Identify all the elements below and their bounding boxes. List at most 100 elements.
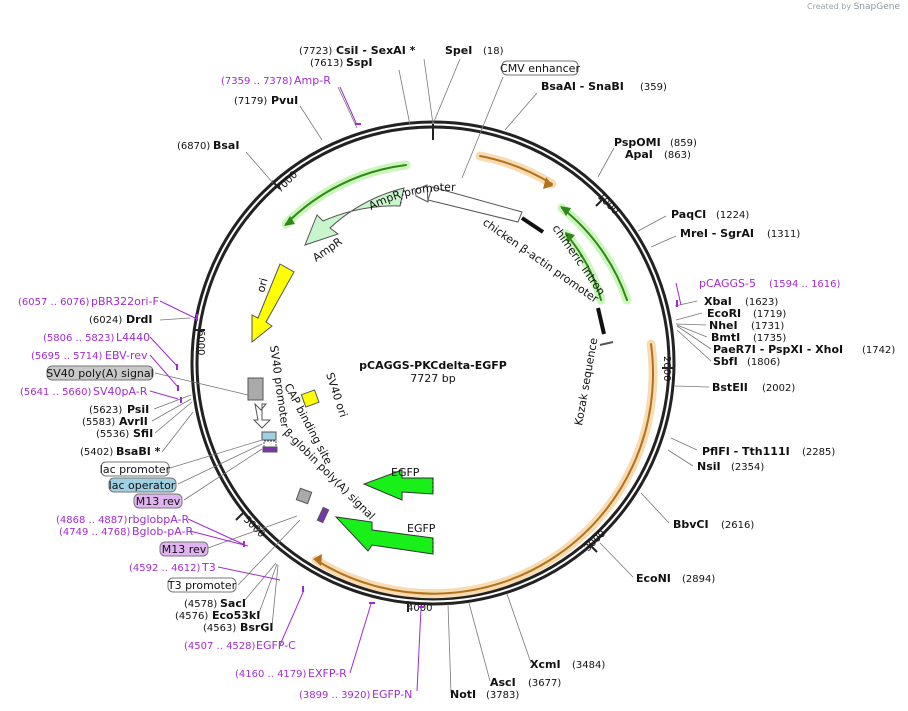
enzyme-coord: (1224): [716, 210, 749, 221]
enzyme-label: PvuI: [271, 94, 298, 107]
enzyme-coord: (5536): [96, 429, 129, 440]
enzyme-label: Eco53kI: [212, 609, 260, 622]
enzyme-label: SacI: [220, 597, 246, 610]
primer-label: SV40pA-R: [93, 385, 148, 398]
enzyme-coord: (2002): [762, 383, 795, 394]
egfp-label-1: EGFP: [391, 466, 420, 479]
primer-coord: (1594 .. 1616): [769, 279, 841, 290]
primer-label: EGFP-N: [372, 688, 412, 701]
enzyme-label: NheI: [709, 319, 738, 332]
enzyme-coord: (1735): [753, 333, 786, 344]
enzyme-label: AscI: [490, 676, 516, 689]
egfp-arrow-1: [362, 469, 434, 501]
primer-coord: (6057 .. 6076): [18, 297, 90, 308]
sv40-polya-label: SV40 poly(A) signal: [46, 367, 153, 380]
enzyme-label: PaqCI: [671, 208, 706, 221]
enzyme-coord: (6870): [177, 141, 210, 152]
enzyme-coord: (2894): [682, 574, 715, 585]
primer-coord: (5695 .. 5714): [31, 351, 103, 362]
plasmid-name: pCAGGS-PKCdelta-EGFP: [359, 359, 507, 372]
ampr-promoter-arrow: [414, 184, 429, 203]
ampr-dotted-end: [399, 189, 405, 207]
enzyme-label: SbfI: [713, 355, 738, 368]
egfp-arrow-2: [334, 516, 434, 555]
sv40-ori-box: [300, 389, 320, 408]
ori-label: ori: [254, 277, 270, 294]
primer-label: rbglobpA-R: [128, 513, 189, 526]
enzyme-coord: (3677): [528, 678, 561, 689]
primer-label: EXFP-R: [308, 667, 347, 680]
enzyme-label: SpeI: [445, 44, 472, 57]
enzyme-coord: (1806): [747, 357, 780, 368]
bglob-label: β-globin poly(A) signal: [281, 426, 378, 523]
enzyme-label: PflFI - Tth111I: [702, 445, 790, 458]
tick-5000: 5000: [241, 514, 267, 540]
enzyme-coord: (1742): [862, 345, 895, 356]
enzyme-label: ApaI: [625, 148, 653, 161]
primer-label: pBR322ori-F: [91, 295, 159, 308]
kozak-mark: [596, 307, 606, 335]
enzyme-coord: (7723): [299, 46, 332, 57]
primer-coord: (7359 .. 7378): [221, 76, 293, 87]
enzyme-coord: (859): [670, 138, 697, 149]
enzyme-label: BbvCI: [673, 518, 709, 531]
enzyme-coord: (7179): [234, 96, 267, 107]
enzyme-label: XbaI: [704, 295, 732, 308]
sv40-promoter-box: [247, 377, 264, 401]
chimeric-intron-mark: [520, 216, 545, 234]
enzyme-label: PaeR7I - PspXI - XhoI: [713, 343, 843, 356]
enzyme-label: BmtI: [711, 331, 740, 344]
enzymes-right: SpeI (18) BsaAI - SnaBI (359) PspOMI (85…: [445, 44, 895, 701]
lac-promoter-label: lac promoter: [100, 463, 171, 476]
enzyme-label: PsiI: [127, 403, 149, 416]
cmv-enhancer-bar: [427, 186, 523, 223]
primer-coord: (4749 .. 4768): [59, 527, 131, 538]
primer-label: T3: [201, 561, 216, 574]
enzyme-coord: (1311): [767, 229, 800, 240]
t3-mark: [316, 506, 330, 524]
enzyme-label: AvrII: [119, 415, 148, 428]
enzyme-label: BsaAI - SnaBI: [541, 80, 624, 93]
enzyme-label: XcmI: [530, 658, 561, 671]
enzyme-label: SfiI: [133, 427, 153, 440]
m13-rev-label-1: M13 rev: [136, 495, 181, 508]
enzyme-coord: (1623): [745, 297, 778, 308]
orange-arrowhead-top: [543, 177, 553, 189]
cap-site-box: [261, 431, 277, 441]
enzyme-coord: (3783): [486, 690, 519, 701]
enzyme-coord: (6024): [89, 315, 122, 326]
primer-coord: (5641 .. 5660): [20, 387, 92, 398]
sv40-promoter-arrow: [252, 402, 272, 429]
enzyme-coord: (359): [640, 82, 667, 93]
primer-coord: (3899 .. 3920): [299, 690, 371, 701]
watermark-prefix: Created by: [807, 2, 852, 11]
enzyme-coord: (1731): [751, 321, 784, 332]
enzyme-coord: (18): [483, 46, 504, 57]
enzyme-coord: (4578): [184, 599, 217, 610]
enzyme-label: DrdI: [126, 313, 153, 326]
kozak-label: Kozak sequence: [572, 337, 600, 427]
enzyme-label: MreI - SgrAI: [680, 227, 754, 240]
primer-coord: (4868 .. 4887): [56, 515, 128, 526]
boxed-labels: CMV enhancer SV40 poly(A) signal lac pro…: [46, 60, 580, 593]
enzyme-label: BsrGI: [240, 621, 273, 634]
primer-callout-lines: [149, 86, 682, 692]
enzymes-left: (7723) CsiI - SexAI * (7613) SspI (7179)…: [80, 44, 416, 634]
primer-label: EGFP-C: [256, 639, 296, 652]
primer-labels: (7359 .. 7378) Amp-R pCAGGS-5 (1594 .. 1…: [18, 74, 841, 701]
egfp-label-2: EGFP: [407, 522, 436, 535]
enzyme-coord: (1719): [753, 309, 786, 320]
enzyme-coord: (3484): [572, 660, 605, 671]
enzyme-coord: (2285): [802, 447, 835, 458]
enzyme-label: NsiI: [697, 460, 721, 473]
enzyme-coord: (5623): [89, 405, 122, 416]
lac-operator-label: lac operator: [109, 479, 176, 492]
enzyme-label: BsaBI *: [116, 445, 161, 458]
primer-label: L4440: [116, 331, 150, 344]
enzyme-label: BsaI: [213, 139, 239, 152]
enzyme-coord: (2354): [731, 462, 764, 473]
ori-arrow: [251, 263, 295, 344]
cmv-enhancer-label: CMV enhancer: [500, 62, 580, 75]
tick-6000: 6000: [195, 330, 206, 355]
